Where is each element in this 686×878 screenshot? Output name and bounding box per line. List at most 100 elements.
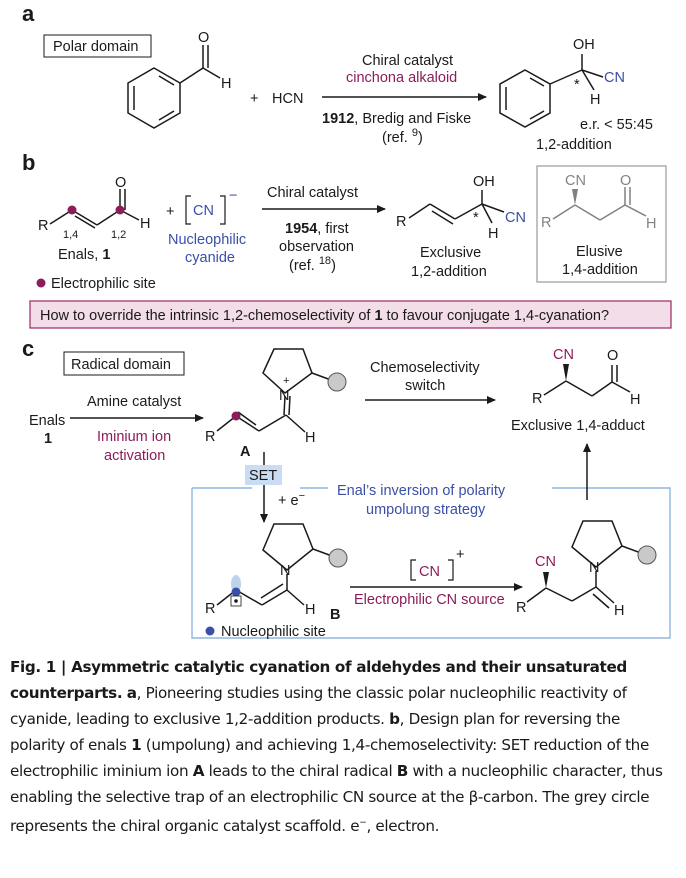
atom-o: O — [115, 175, 126, 191]
er-label: e.r. < 55:45 — [580, 117, 653, 133]
bracket-right — [448, 559, 454, 581]
atom-h: H — [590, 92, 600, 108]
observation-b: observation — [279, 239, 354, 255]
switch-label-2: switch — [405, 378, 445, 394]
bracket-left — [185, 195, 191, 225]
panel-letter-c: c — [22, 336, 34, 361]
caption-b-text: , Design plan for reversing the polarity… — [10, 710, 621, 754]
catalyst-scaffold-circle — [327, 372, 347, 392]
caption-compound-b: B — [396, 762, 409, 780]
allylic-cyanohydrin-product: R OH CN H * — [396, 174, 526, 242]
polar-domain-label: Polar domain — [53, 39, 138, 55]
nucleophilic-site-legend: Nucleophilic site — [221, 624, 326, 640]
atom-r: R — [38, 218, 48, 234]
enals-c-num: 1 — [44, 431, 52, 447]
label-b: B — [330, 607, 340, 623]
enal-structure: R O H 1,4 1,2 — [38, 175, 150, 241]
catalyst-name-a: cinchona alkaloid — [346, 70, 457, 86]
catalyst-title-a: Chiral catalyst — [362, 53, 453, 69]
atom-cn: CN — [505, 210, 526, 226]
electrophilic-site-dot — [67, 205, 77, 215]
electrophilic-site-legend: Electrophilic site — [51, 276, 156, 292]
exclusive-label-1: Exclusive — [420, 245, 481, 261]
stereocenter-star: * — [574, 77, 580, 93]
nucleophilic-site-dot — [231, 587, 241, 597]
elusive-14-product: R CN O H — [541, 173, 656, 232]
cn-source-charge: + — [456, 547, 464, 563]
atom-h: H — [614, 603, 624, 619]
plus-charge: + — [283, 375, 289, 387]
electron-label: + e− — [278, 490, 305, 509]
atom-cn: CN — [535, 554, 556, 570]
cn-source-label: Electrophilic CN source — [354, 592, 505, 608]
caption-letter-a: a — [126, 684, 137, 702]
benzaldehyde-structure: O H — [127, 30, 231, 129]
cyano-enamine-intermediate: N CN R H — [516, 520, 657, 619]
enals-label: Enals, 1 — [58, 247, 110, 263]
caption-b-text: , electron. — [366, 817, 440, 836]
iminium-label-1: Iminium ion — [97, 429, 171, 445]
hcn-label: HCN — [272, 91, 303, 107]
iminium-label-2: activation — [104, 448, 165, 464]
caption-compound-1: 1 — [131, 736, 142, 754]
label-a: A — [240, 444, 251, 460]
set-highlight — [245, 465, 282, 485]
catalyst-scaffold-circle — [637, 545, 657, 565]
atom-h: H — [630, 392, 640, 408]
atom-r: R — [205, 601, 215, 617]
atom-o: O — [607, 348, 618, 364]
bracket-right — [220, 195, 226, 225]
caption-electron-charge: − — [359, 818, 367, 828]
adduct-label: Exclusive 1,4-adduct — [511, 418, 645, 434]
atom-r: R — [396, 214, 406, 230]
cyanohydrin-product: OH CN H * — [499, 37, 625, 128]
cyanide-charge: − — [229, 188, 237, 204]
panel-letter-b: b — [22, 150, 35, 175]
question-text: How to override the intrinsic 1,2-chemos… — [40, 308, 609, 324]
cn-source-cn: CN — [419, 564, 440, 580]
caption-b-text: leads to the chiral radical — [204, 762, 397, 780]
atom-oh: OH — [573, 37, 595, 53]
caption-title: Fig. 1 | Asymmetric catalytic cyanation … — [10, 658, 627, 702]
atom-r: R — [516, 600, 526, 616]
atom-cn: CN — [565, 173, 586, 189]
radical-domain-label: Radical domain — [71, 357, 171, 373]
cyanide-label-1: Nucleophilic — [168, 232, 246, 248]
iminium-ion-a: N + R H A — [205, 348, 347, 460]
elusive-label-2: 1,4-addition — [562, 262, 638, 278]
atom-o: O — [198, 30, 209, 46]
reaction-scheme: text { font-family:"Liberation Sans", sa… — [22, 1, 672, 640]
atom-r: R — [541, 215, 551, 231]
elusive-label-1: Elusive — [576, 244, 623, 260]
atom-r: R — [532, 391, 542, 407]
catalyst-title-b: Chiral catalyst — [267, 185, 358, 201]
radical-b: N R H B — [205, 523, 348, 623]
ref-a: (ref. 9) — [382, 127, 423, 146]
outcome-a: 1,2-addition — [536, 137, 612, 153]
caption-b-text: with a nucleophilic character, thus enab… — [10, 762, 663, 836]
caption-letter-b: b — [389, 710, 400, 728]
electrophilic-site-legend-dot — [36, 278, 46, 288]
caption-a-text: , Pioneering studies using the classic p… — [10, 684, 627, 728]
inversion-label-2: umpolung strategy — [366, 502, 486, 518]
figure-caption: Fig. 1 | Asymmetric catalytic cyanation … — [10, 654, 678, 839]
year-line-a: 1912, Bredig and Fiske — [322, 111, 471, 127]
position-14: 1,4 — [63, 229, 78, 241]
atom-n: N — [279, 388, 289, 404]
plus-sign: + — [250, 91, 258, 107]
umpolung-frame — [191, 487, 671, 639]
enals-c: Enals — [29, 413, 65, 429]
radical-dot — [234, 599, 238, 603]
atom-h: H — [305, 602, 315, 618]
caption-compound-a: A — [192, 762, 205, 780]
panel-letter-a: a — [22, 1, 35, 26]
cyanide-label-2: cyanide — [185, 250, 235, 266]
atom-h: H — [140, 216, 150, 232]
question-banner — [29, 300, 672, 329]
atom-cn: CN — [604, 70, 625, 86]
cyanide-cn: CN — [193, 203, 214, 219]
bracket-left — [410, 559, 416, 581]
position-12: 1,2 — [111, 229, 126, 241]
exclusive-label-2: 1,2-addition — [411, 264, 487, 280]
amine-catalyst-label: Amine catalyst — [87, 394, 181, 410]
